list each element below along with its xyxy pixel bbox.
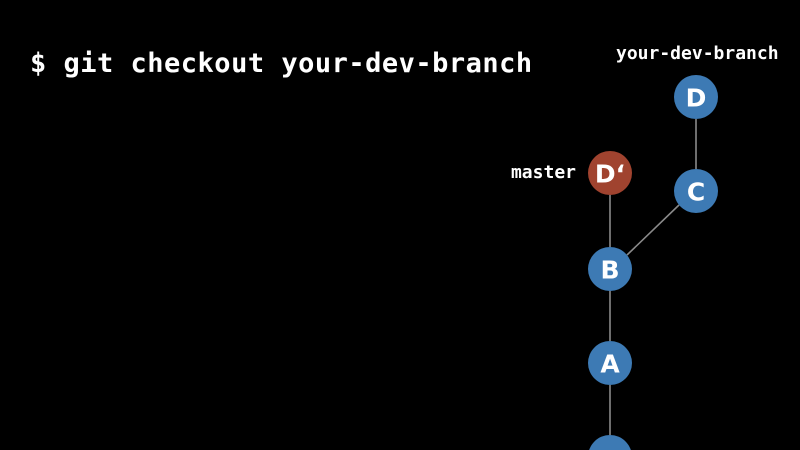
terminal-command-line: $ git checkout your-dev-branch [30, 48, 533, 79]
commit-node-B[interactable]: B [588, 247, 632, 291]
commit-node-C-circle [674, 169, 718, 213]
commit-node-root-circle [589, 435, 631, 450]
commit-node-B-label: B [600, 256, 619, 285]
commit-node-C-label: C [687, 178, 705, 207]
ref-label-your-dev-branch: your-dev-branch [616, 43, 779, 64]
ref-label-master: master [510, 162, 576, 183]
commit-node-D-prime-label: D‘ [595, 160, 625, 189]
commit-node-A-circle [588, 341, 632, 385]
commit-node-D[interactable]: D [674, 75, 718, 119]
edge-C-B [626, 204, 680, 256]
commit-node-A-label: A [600, 350, 620, 379]
commit-node-A[interactable]: A [588, 341, 632, 385]
commit-node-C[interactable]: C [674, 169, 718, 213]
commit-node-B-circle [588, 247, 632, 291]
commit-node-D-prime-circle [588, 151, 632, 195]
commit-node-D-circle [674, 75, 718, 119]
commit-node-D-label: D [686, 84, 707, 113]
commit-node-root[interactable] [588, 435, 632, 450]
commit-node-D-prime[interactable]: D‘ [588, 151, 632, 195]
